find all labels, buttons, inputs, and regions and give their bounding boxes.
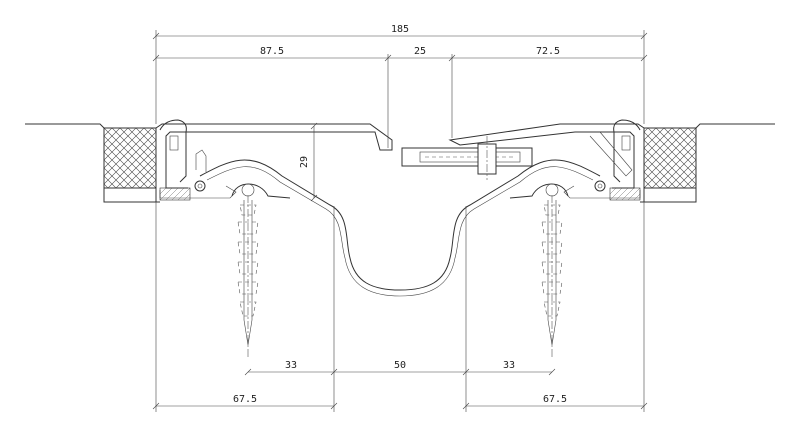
right-frame-profile <box>448 119 645 202</box>
right-slab <box>640 123 775 203</box>
left-frame-profile <box>155 119 393 202</box>
dim-bottom-left-outer: 67.5 <box>233 394 257 405</box>
right-anchor-screw <box>509 183 569 358</box>
dim-left-top: 87.5 <box>260 46 284 57</box>
center-cover-clip <box>401 136 533 180</box>
dim-bottom-center: 50 <box>394 360 406 371</box>
dim-right-top: 72.5 <box>536 46 560 57</box>
left-anchor-screw <box>231 183 291 358</box>
left-slab <box>25 123 160 203</box>
dim-center-top: 25 <box>414 46 426 57</box>
dim-total-width: 185 <box>391 24 409 35</box>
dim-bottom-right-outer: 67.5 <box>543 394 567 405</box>
dim-bottom-left-inner: 33 <box>285 360 297 371</box>
dimension-lines <box>152 30 648 412</box>
flexible-membrane <box>199 159 601 297</box>
dim-height: 29 <box>299 156 310 168</box>
dim-bottom-right-inner: 33 <box>503 360 515 371</box>
